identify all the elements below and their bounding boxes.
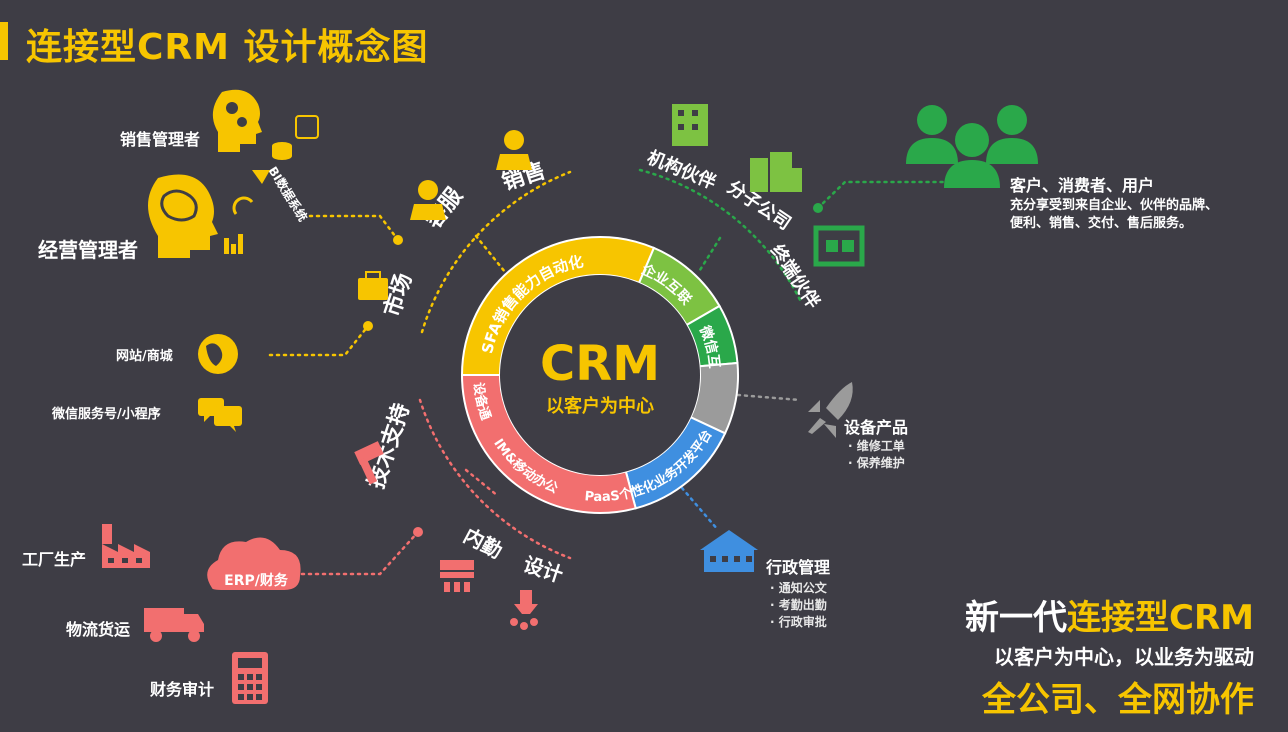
website-connector-dot [363,321,373,331]
office-buildings-icon [750,152,802,192]
tagline-line1-prefix: 新一代 [965,598,1068,638]
customers-desc-line1: 充分享受到来自企业、伙伴的品牌、 [1010,198,1219,213]
label-partner-org: 机构伙伴 [644,146,719,193]
center-title: CRM [540,336,660,392]
page-title: 连接型CRM 设计概念图 [26,27,429,68]
tagline-line1: 新一代连接型CRM [965,590,1254,639]
erp-connector-dot [413,527,423,537]
tagline-line1-highlight: 连接型CRM [1067,598,1254,638]
label-finance: 财务审计 [150,680,215,699]
admin-item: · 行政审批 [770,615,827,629]
label-erp: ERP/财务 [224,572,289,589]
label-design: 设计 [520,552,565,587]
design-brush-icon [510,590,538,630]
hammer-icon [354,441,384,485]
head-gears-icon [212,89,262,152]
calculator-icon [232,652,268,704]
partner-connector-line [698,236,722,272]
admin-connector-line [680,486,720,532]
admin-item: · 考勤出勤 [770,598,827,612]
label-wechat-service: 微信服务号/小程序 [52,407,161,422]
bi-connector-line [308,214,400,242]
hands-icon [440,560,474,592]
service-connector-line [474,234,507,274]
red-arc-connector [418,398,572,560]
erp-connector-line [300,530,420,576]
device-item: · 维修工单 [848,439,905,453]
globe-icon [198,334,238,374]
admin-item: · 通知公文 [770,581,827,595]
device-item: · 保养维护 [848,456,905,470]
yellow-arc-connector [420,170,572,334]
title-accent-bar [0,22,8,60]
chat-bubbles-icon [198,398,242,432]
label-executive: 经营管理者 [38,238,138,262]
label-internal: 内勤 [460,523,507,563]
device-title: 设备产品 [844,418,909,437]
label-factory: 工厂生产 [22,550,87,569]
crm-ring [460,236,739,514]
label-logistics: 物流货运 [66,620,131,639]
rocket-icon [808,382,853,438]
label-bi-system: BI数据系统 [265,164,310,224]
bi-charts-icon [224,115,319,254]
admin-title: 行政管理 [766,558,831,577]
device-items: · 维修工单 · 保养维护 [848,438,905,472]
device-connector-line [736,393,802,402]
tech-connector-line [464,468,500,498]
center-subtitle: 以客户为中心 [546,395,654,417]
green-arc-connector [638,168,802,302]
customers-title: 客户、消费者、用户 [1010,176,1155,195]
briefcase-icon [358,271,388,300]
truck-icon [144,608,204,642]
admin-items: · 通知公文 · 考勤出勤 · 行政审批 [770,580,827,631]
label-website: 网站/商城 [116,349,173,364]
storefront-icon [813,225,865,267]
tagline-block: 新一代连接型CRM 以客户为中心，以业务为驱动 全公司、全网协作 [965,590,1254,721]
customer-service-icon [410,180,446,220]
tagline-line2: 以客户为中心，以业务为驱动 [994,645,1254,669]
factory-icon [102,524,150,568]
customers-desc-line2: 便利、销售、交付、售后服务。 [1010,216,1193,231]
building-icon [672,104,708,146]
admin-building-icon [700,530,758,572]
tagline-line3: 全公司、全网协作 [982,680,1254,720]
website-connector-line [268,324,370,357]
ring-segment-paas [460,374,637,514]
customers-connector-dot [813,203,823,213]
salesperson-icon [496,130,532,170]
label-sales-manager: 销售管理者 [120,130,201,149]
customers-connector-line [816,180,947,210]
erp-cloud-icon [207,537,301,590]
people-group-icon [906,105,1038,188]
head-brain-icon [148,174,218,258]
ring-inner-hole [500,275,700,475]
bi-connector-dot [393,235,403,245]
